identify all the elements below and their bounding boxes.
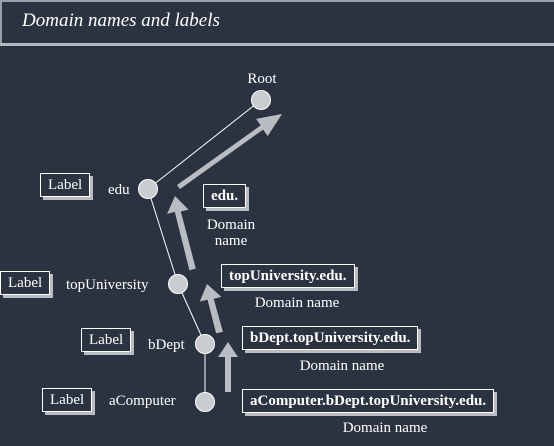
title-bar: Domain names and labels	[0, 0, 554, 44]
slide-title: Domain names and labels	[22, 10, 220, 31]
domain-name-edu: edu.	[203, 184, 247, 208]
title-left-border	[0, 0, 2, 44]
arrow-to-bdept	[218, 342, 238, 392]
caption-edu-line2: name	[214, 233, 248, 249]
domain-name-bdept: bDept.topUniversity.edu.	[242, 326, 419, 350]
domain-name-topuniversity: topUniversity.edu.	[221, 264, 355, 288]
label-tag-edu: Label	[40, 173, 91, 197]
caption-acomputer: Domain name	[342, 420, 428, 436]
caption-edu-line1: Domain	[206, 217, 256, 233]
node-label-edu: edu	[108, 182, 130, 198]
arrow-to-edu	[167, 196, 196, 271]
label-tag-acomputer: Label	[42, 388, 93, 412]
node-label-bdept: bDept	[148, 337, 185, 353]
node-root	[251, 90, 271, 110]
label-tag-topuniversity: Label	[0, 271, 51, 295]
node-topuniversity	[168, 274, 188, 294]
node-acomputer	[195, 392, 215, 412]
edge-topuniversity-bdept	[177, 283, 206, 345]
arrow-to-root	[177, 114, 282, 189]
node-label-root: Root	[247, 71, 277, 87]
caption-edu: Domain name	[201, 217, 261, 249]
node-label-acomputer: aComputer	[109, 393, 176, 409]
title-divider	[0, 43, 554, 46]
title-top-border	[0, 0, 554, 2]
node-label-topuniversity: topUniversity	[66, 277, 149, 293]
arrow-to-topuniversity	[199, 284, 223, 334]
domain-name-acomputer: aComputer.bDept.topUniversity.edu.	[242, 389, 495, 413]
edge-root-edu	[147, 99, 262, 190]
node-edu	[138, 179, 158, 199]
caption-bdept: Domain name	[299, 358, 385, 374]
caption-topuniversity: Domain name	[254, 295, 340, 311]
node-bdept	[195, 334, 215, 354]
edge-edu-topuniversity	[147, 188, 179, 285]
label-tag-bdept: Label	[81, 328, 132, 352]
